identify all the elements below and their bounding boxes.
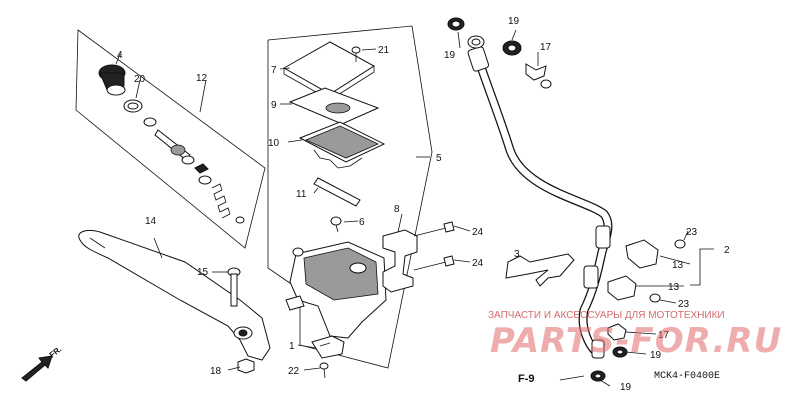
bolt-17-top [525,63,552,89]
callout-9: 9 [271,100,277,111]
master-cylinder-group [267,25,433,379]
front-direction-arrow: FR. [21,345,63,382]
piston-kit-group [75,29,266,249]
piston-kit-frame [75,29,266,249]
bolt-24-upper [413,221,455,237]
callout-23-lower: 23 [678,299,690,310]
callout-11: 11 [296,189,307,200]
callout-1: 1 [289,341,295,352]
master-cylinder-body [285,241,387,339]
callout-17-top: 17 [540,42,552,53]
callout-23-upper: 23 [686,227,698,238]
hose-clamp-lower [607,275,637,301]
callout-20: 20 [134,74,146,85]
watermark-subtitle: ЗАПЧАСТИ И АКСЕССУАРЫ ДЛЯ МОТОТЕХНИКИ [488,310,725,321]
master-cylinder-holder-8 [382,229,418,293]
spring [211,183,245,224]
callout-19-bottom-upper: 19 [650,350,662,361]
callout-6: 6 [359,217,365,228]
boot-4 [98,64,126,96]
callout-5: 5 [436,153,442,164]
washer-19-bottom-lower [590,370,606,382]
callout-8: 8 [394,204,400,215]
callout-24-upper: 24 [472,227,484,238]
callout-19-top-left: 19 [444,50,456,61]
reference-f9: F-9 [518,373,535,385]
callout-15: 15 [197,267,209,278]
callout-24-lower: 24 [472,258,484,269]
callout-10: 10 [268,138,280,149]
screw-6 [330,216,342,233]
callout-labels: 4 20 12 14 15 18 7 9 10 11 6 21 5 8 1 22… [117,16,730,393]
reservoir-cap-7 [282,41,375,95]
callout-18: 18 [210,366,222,377]
brake-lever [78,229,271,361]
leader-lines [115,29,714,387]
washer-19-top-right [502,40,522,56]
brake-hose [467,46,613,359]
callout-22: 22 [288,366,300,377]
callout-19-top-right: 19 [508,16,520,27]
callout-21: 21 [378,45,390,56]
front-stop-switch-1 [311,335,345,359]
callout-12: 12 [196,73,208,84]
callout-13-lower: 13 [668,282,680,293]
callout-7: 7 [271,65,277,76]
diagram-code: MCK4-F0400E [654,371,720,382]
nut-18 [237,358,255,374]
bolt-23-lower [649,293,661,303]
callout-14: 14 [145,216,157,227]
hose-clamp-upper [625,239,659,269]
washer-19-top-left [447,17,465,31]
callout-2: 2 [724,245,730,256]
bolt-23-upper [674,239,686,249]
watermark-site: PARTS-FOR.RU [490,321,782,361]
bolt-17-bottom [607,323,627,341]
washer-19-bottom-upper [612,346,628,358]
screw-21 [351,46,361,62]
bolt-24-lower [413,255,455,271]
screw-22 [319,362,329,379]
watermark: ЗАПЧАСТИ И АКСЕССУАРЫ ДЛЯ МОТОТЕХНИКИ PA… [488,310,782,361]
callout-17-bottom: 17 [658,330,670,341]
callout-3: 3 [514,249,520,260]
callout-4: 4 [117,50,123,61]
circlip-20 [123,99,143,113]
hose-stay-3 [505,253,575,287]
piston-parts [143,117,212,185]
callout-13-upper: 13 [672,260,684,271]
float-11 [313,177,361,207]
callout-19-bottom-lower: 19 [620,382,632,393]
banjo-joint [467,35,485,49]
